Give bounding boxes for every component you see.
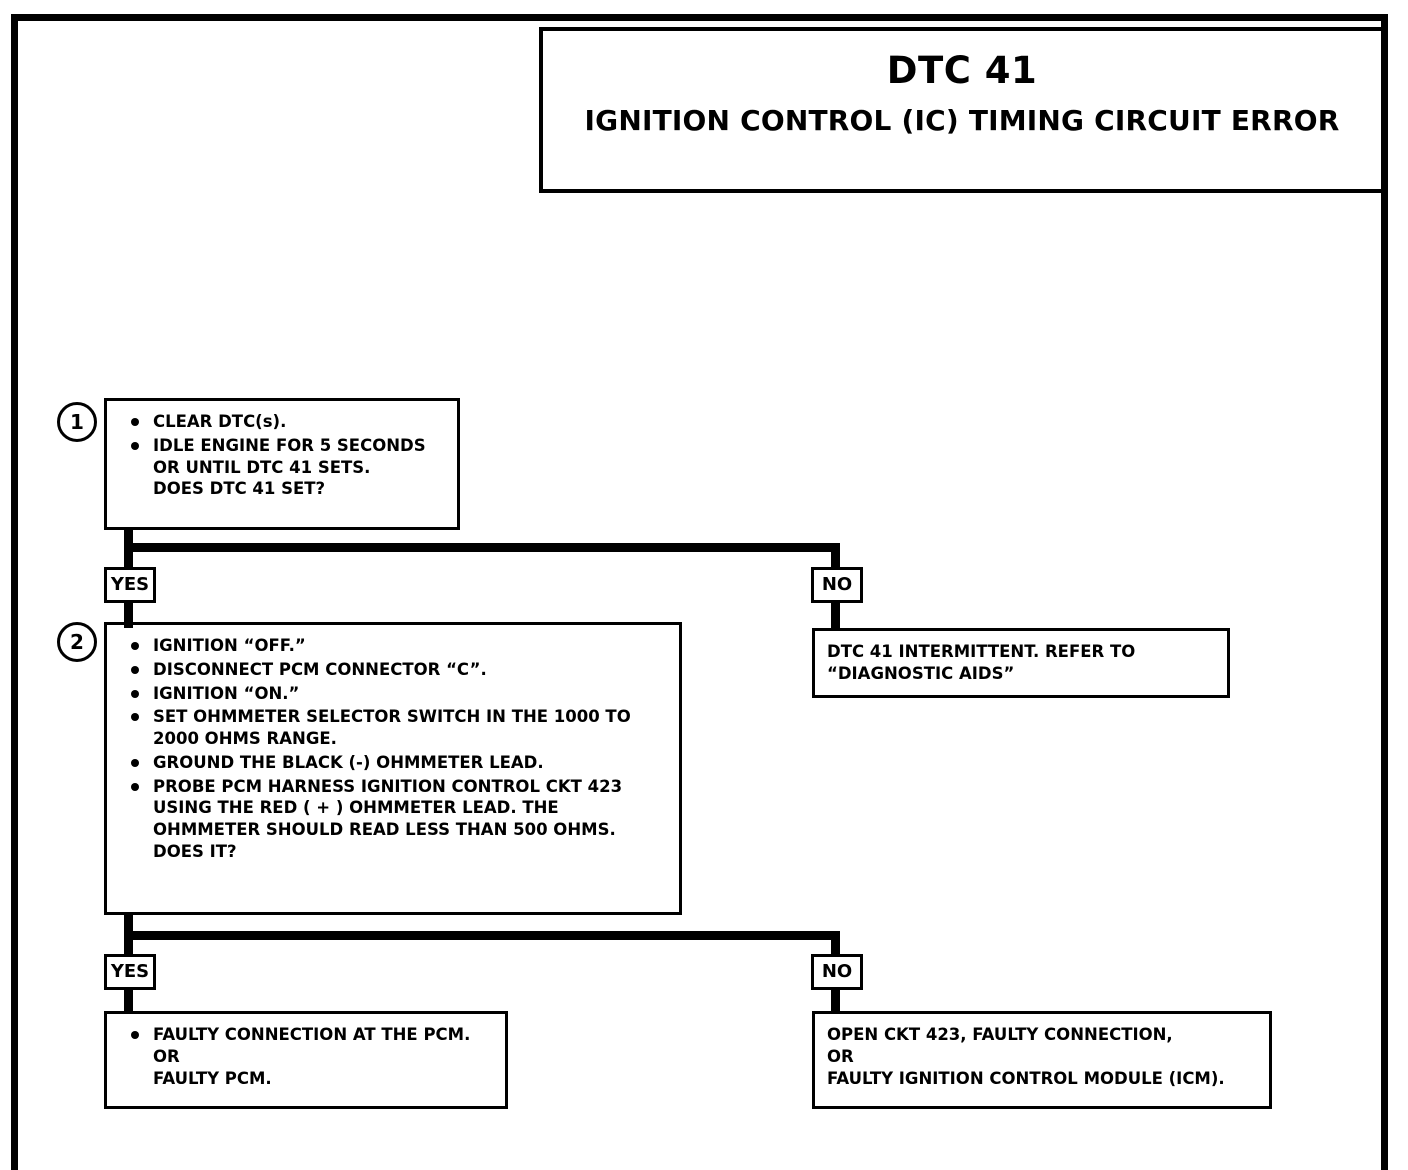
title-box: DTC 41 IGNITION CONTROL (IC) TIMING CIRC…	[539, 27, 1385, 193]
page-border	[11, 14, 1388, 1170]
list-item: FAULTY CONNECTION AT THE PCM. OR FAULTY …	[119, 1024, 493, 1089]
connector-step1-yes-down	[124, 543, 133, 575]
list-item: SET OHMMETER SELECTOR SWITCH IN THE 1000…	[119, 706, 667, 750]
connector-step2-no-down	[831, 931, 840, 961]
step-1-box: CLEAR DTC(s). IDLE ENGINE FOR 5 SECONDS …	[104, 398, 460, 530]
step-number-2: 2	[57, 622, 97, 662]
list-item: CLEAR DTC(s).	[119, 411, 445, 433]
step-2-no-result-box: OPEN CKT 423, FAULTY CONNECTION, OR FAUL…	[812, 1011, 1272, 1109]
list-item: GROUND THE BLACK (-) OHMMETER LEAD.	[119, 752, 667, 774]
step-2-box: IGNITION “OFF.” DISCONNECT PCM CONNECTOR…	[104, 622, 682, 915]
connector-step1-across	[124, 543, 840, 552]
branch-label-step1-no: NO	[811, 567, 863, 603]
result-bullet-list: FAULTY CONNECTION AT THE PCM. OR FAULTY …	[119, 1024, 493, 1089]
list-item: IGNITION “OFF.”	[119, 635, 667, 657]
list-item: IDLE ENGINE FOR 5 SECONDS OR UNTIL DTC 4…	[119, 435, 445, 500]
list-item: DISCONNECT PCM CONNECTOR “C”.	[119, 659, 667, 681]
step-2-yes-result-box: FAULTY CONNECTION AT THE PCM. OR FAULTY …	[104, 1011, 508, 1109]
step-1-no-result-box: DTC 41 INTERMITTENT. REFER TO “DIAGNOSTI…	[812, 628, 1230, 698]
page-title-code: DTC 41	[886, 49, 1038, 92]
list-item: IGNITION “ON.”	[119, 683, 667, 705]
connector-step1-down	[124, 530, 133, 552]
connector-step2-across	[124, 931, 840, 940]
step-2-bullet-list: IGNITION “OFF.” DISCONNECT PCM CONNECTOR…	[119, 635, 667, 863]
connector-yes1-to-step2	[124, 600, 133, 628]
result-text: OPEN CKT 423, FAULTY CONNECTION, OR FAUL…	[827, 1025, 1225, 1088]
branch-label-step1-yes: YES	[104, 567, 156, 603]
list-item: PROBE PCM HARNESS IGNITION CONTROL CKT 4…	[119, 776, 667, 863]
connector-step1-no-down	[831, 543, 840, 575]
step-number-1: 1	[57, 402, 97, 442]
connector-step2-down	[124, 915, 133, 937]
branch-label-step2-no: NO	[811, 954, 863, 990]
connector-no1-to-result	[831, 600, 840, 628]
connector-yes2-to-result	[124, 987, 133, 1013]
connector-no2-to-result	[831, 987, 840, 1013]
step-1-bullet-list: CLEAR DTC(s). IDLE ENGINE FOR 5 SECONDS …	[119, 411, 445, 500]
branch-label-step2-yes: YES	[104, 954, 156, 990]
connector-step2-yes-down	[124, 931, 133, 961]
result-text: DTC 41 INTERMITTENT. REFER TO “DIAGNOSTI…	[827, 642, 1136, 683]
page-title-name: IGNITION CONTROL (IC) TIMING CIRCUIT ERR…	[584, 104, 1340, 137]
